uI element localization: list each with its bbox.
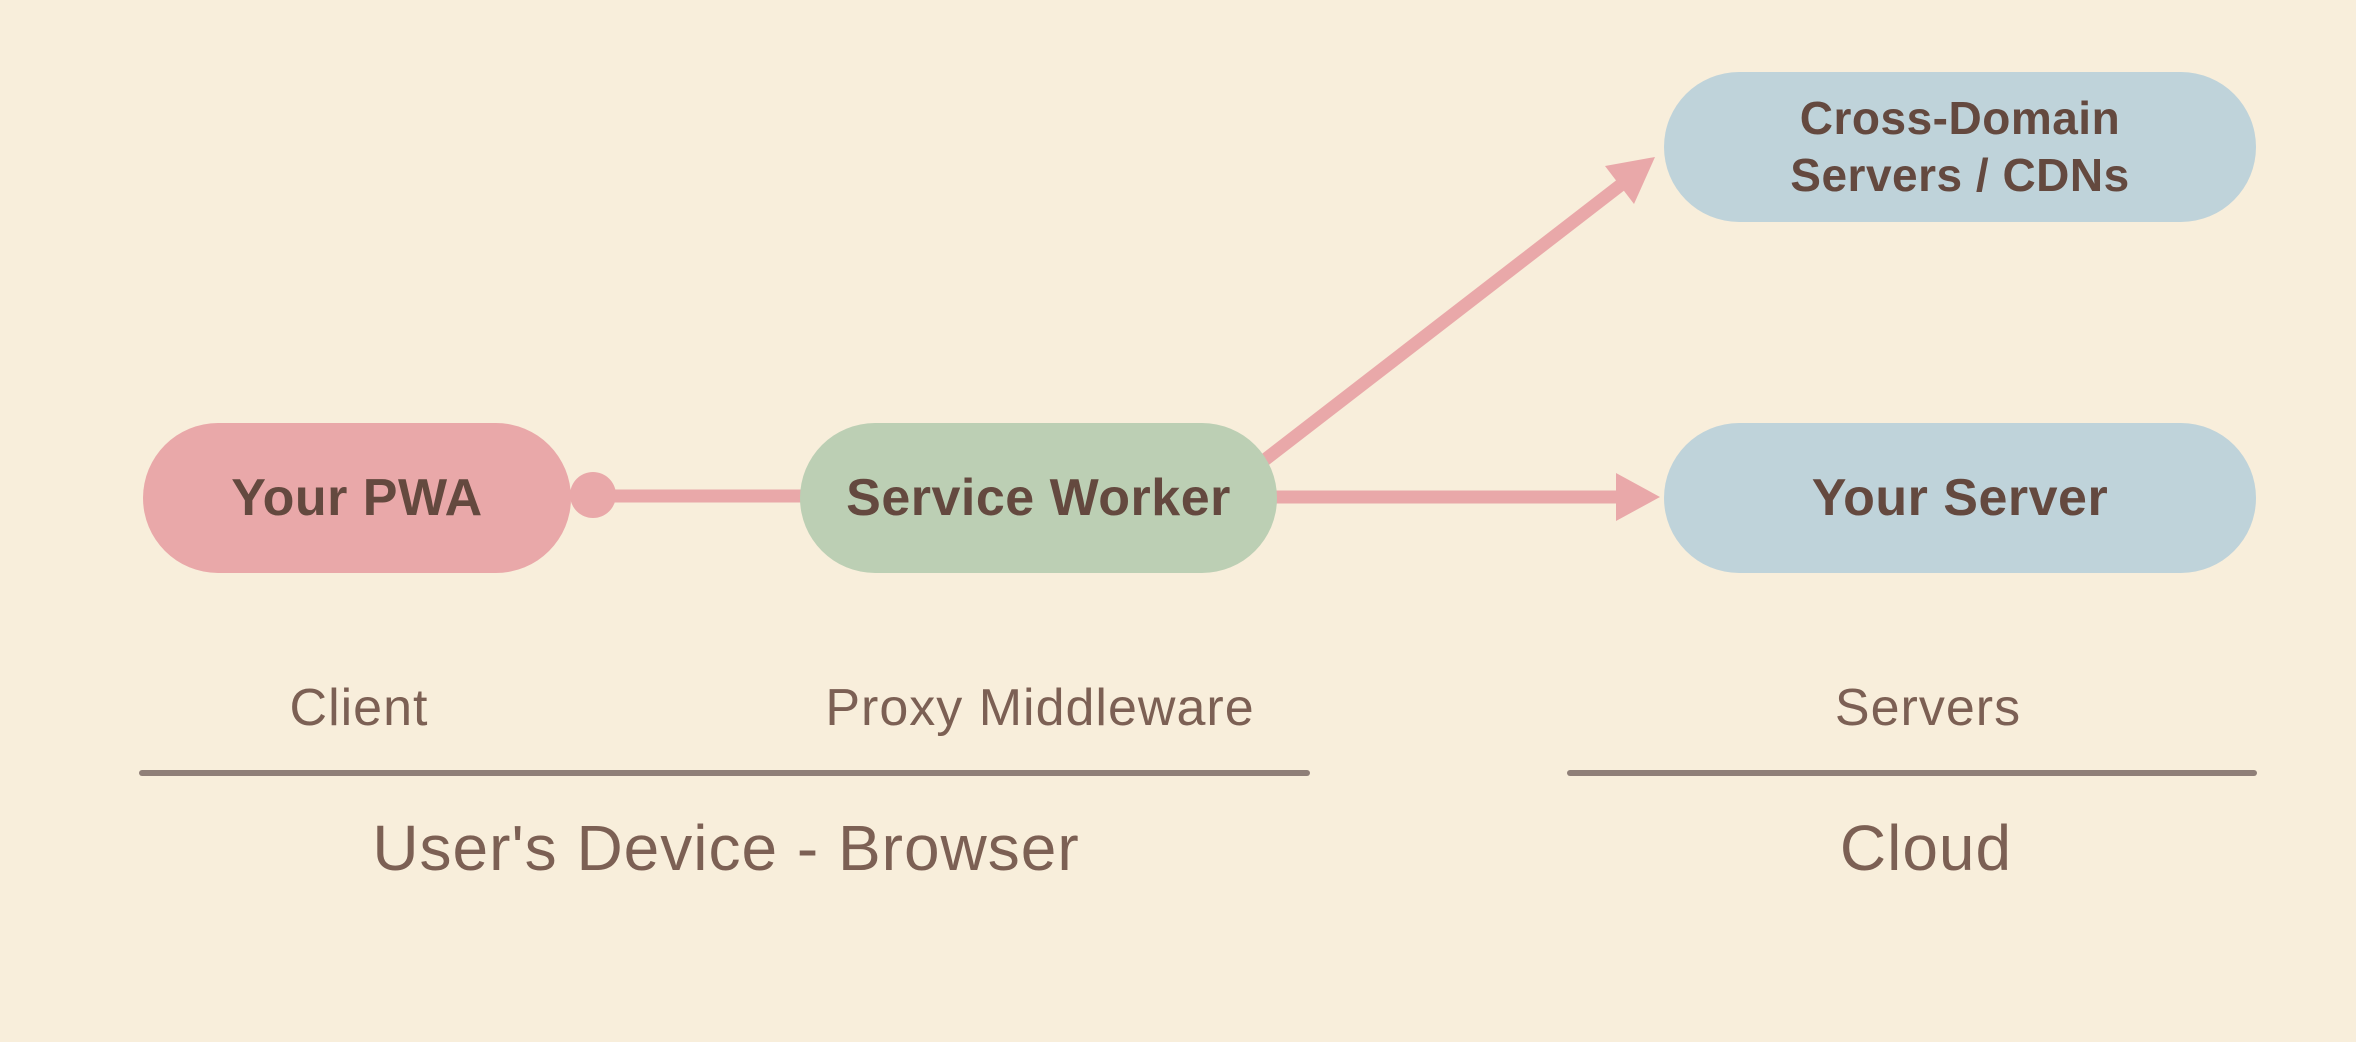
group-title-cloud: Cloud [1839, 812, 2013, 884]
node-your-pwa-label: Your PWA [231, 469, 483, 527]
service-worker-to-server-arrowhead-icon [1616, 473, 1660, 521]
group-title-users-device-browser: User's Device - Browser [372, 812, 1080, 884]
node-service-worker-label: Service Worker [846, 469, 1231, 527]
node-your-pwa: Your PWA [143, 423, 571, 573]
service-worker-to-crossdomain-line [1258, 178, 1626, 468]
role-label-proxy-middleware: Proxy Middleware [825, 679, 1255, 737]
node-cross-domain-label-line2: Servers / CDNs [1790, 149, 2130, 201]
node-cross-domain-servers: Cross-Domain Servers / CDNs [1664, 72, 2256, 222]
node-your-server-label: Your Server [1811, 469, 2109, 527]
node-service-worker: Service Worker [800, 423, 1277, 573]
role-label-client: Client [289, 679, 429, 737]
service-worker-to-crossdomain-arrowhead-icon [1605, 157, 1655, 204]
role-label-servers: Servers [1834, 679, 2022, 737]
node-cross-domain-label-line1: Cross-Domain [1799, 91, 2121, 144]
pwa-connector-dot-icon [570, 472, 616, 518]
node-your-server: Your Server [1664, 423, 2256, 573]
